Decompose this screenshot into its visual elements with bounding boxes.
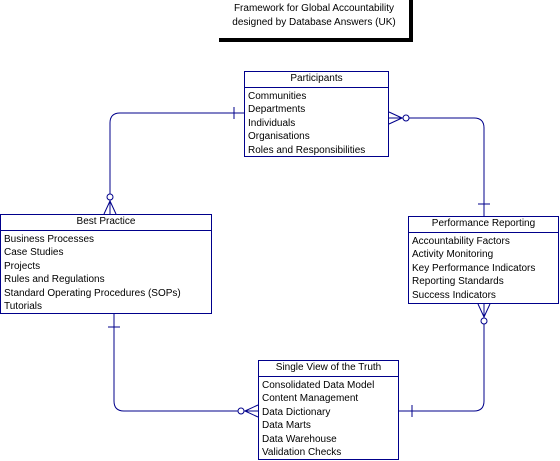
entity-attribute: Business Processes xyxy=(4,234,95,245)
entity-attribute: Data Warehouse xyxy=(262,433,337,445)
entity-attribute: Roles and Responsibilities xyxy=(248,144,366,156)
entity-attribute: Individuals xyxy=(248,117,296,129)
rel-participants-best-practice xyxy=(103,107,244,215)
entity-title: Participants xyxy=(245,72,388,88)
rel-best-practice-single-view xyxy=(108,314,259,418)
entity-attribute: Validation Checks xyxy=(262,447,342,459)
entity-attribute: Communities xyxy=(248,91,307,102)
entity-attribute: Projects xyxy=(4,260,41,272)
entity-attribute: Activity Monitoring xyxy=(412,249,494,261)
entity-attribute: Tutorials xyxy=(4,301,42,313)
entity-attribute: Reporting Standards xyxy=(412,276,504,288)
entity-title: Performance Reporting xyxy=(409,217,558,233)
entity-single-view-of-the-truth[interactable]: Single View of the Truth Consolidated Da… xyxy=(258,360,399,460)
entity-attribute: Standard Operating Procedures (SOPs) xyxy=(4,287,181,299)
entity-attribute: Data Marts xyxy=(262,420,311,432)
diagram-title-box: Framework for Global Accountability desi… xyxy=(219,0,413,42)
diagram-title: Framework for Global Accountability xyxy=(233,3,395,14)
entity-attribute: Departments xyxy=(248,104,306,116)
entity-attribute: Success Indicators xyxy=(412,289,496,301)
entity-title: Single View of the Truth xyxy=(259,361,398,377)
entity-participants[interactable]: Participants Communities Departments Ind… xyxy=(244,71,389,157)
entity-attribute: Content Management xyxy=(262,393,359,405)
entity-attribute: Data Dictionary xyxy=(262,406,331,418)
diagram-subtitle: designed by Database Answers (UK) xyxy=(232,17,396,28)
entity-attribute: Case Studies xyxy=(4,247,64,259)
entity-attribute: Accountability Factors xyxy=(412,236,510,247)
entity-attribute: Consolidated Data Model xyxy=(262,380,375,391)
entity-best-practice[interactable]: Best Practice Business Processes Case St… xyxy=(0,214,212,314)
entity-attribute: Key Performance Indicators xyxy=(412,262,536,274)
entity-title: Best Practice xyxy=(1,215,211,231)
rel-participants-performance-reporting xyxy=(388,111,490,216)
rel-performance-reporting-single-view xyxy=(399,303,491,417)
entity-performance-reporting[interactable]: Performance Reporting Accountability Fac… xyxy=(408,216,559,304)
entity-attribute: Rules and Regulations xyxy=(4,274,105,286)
entity-attribute: Organisations xyxy=(248,131,310,143)
